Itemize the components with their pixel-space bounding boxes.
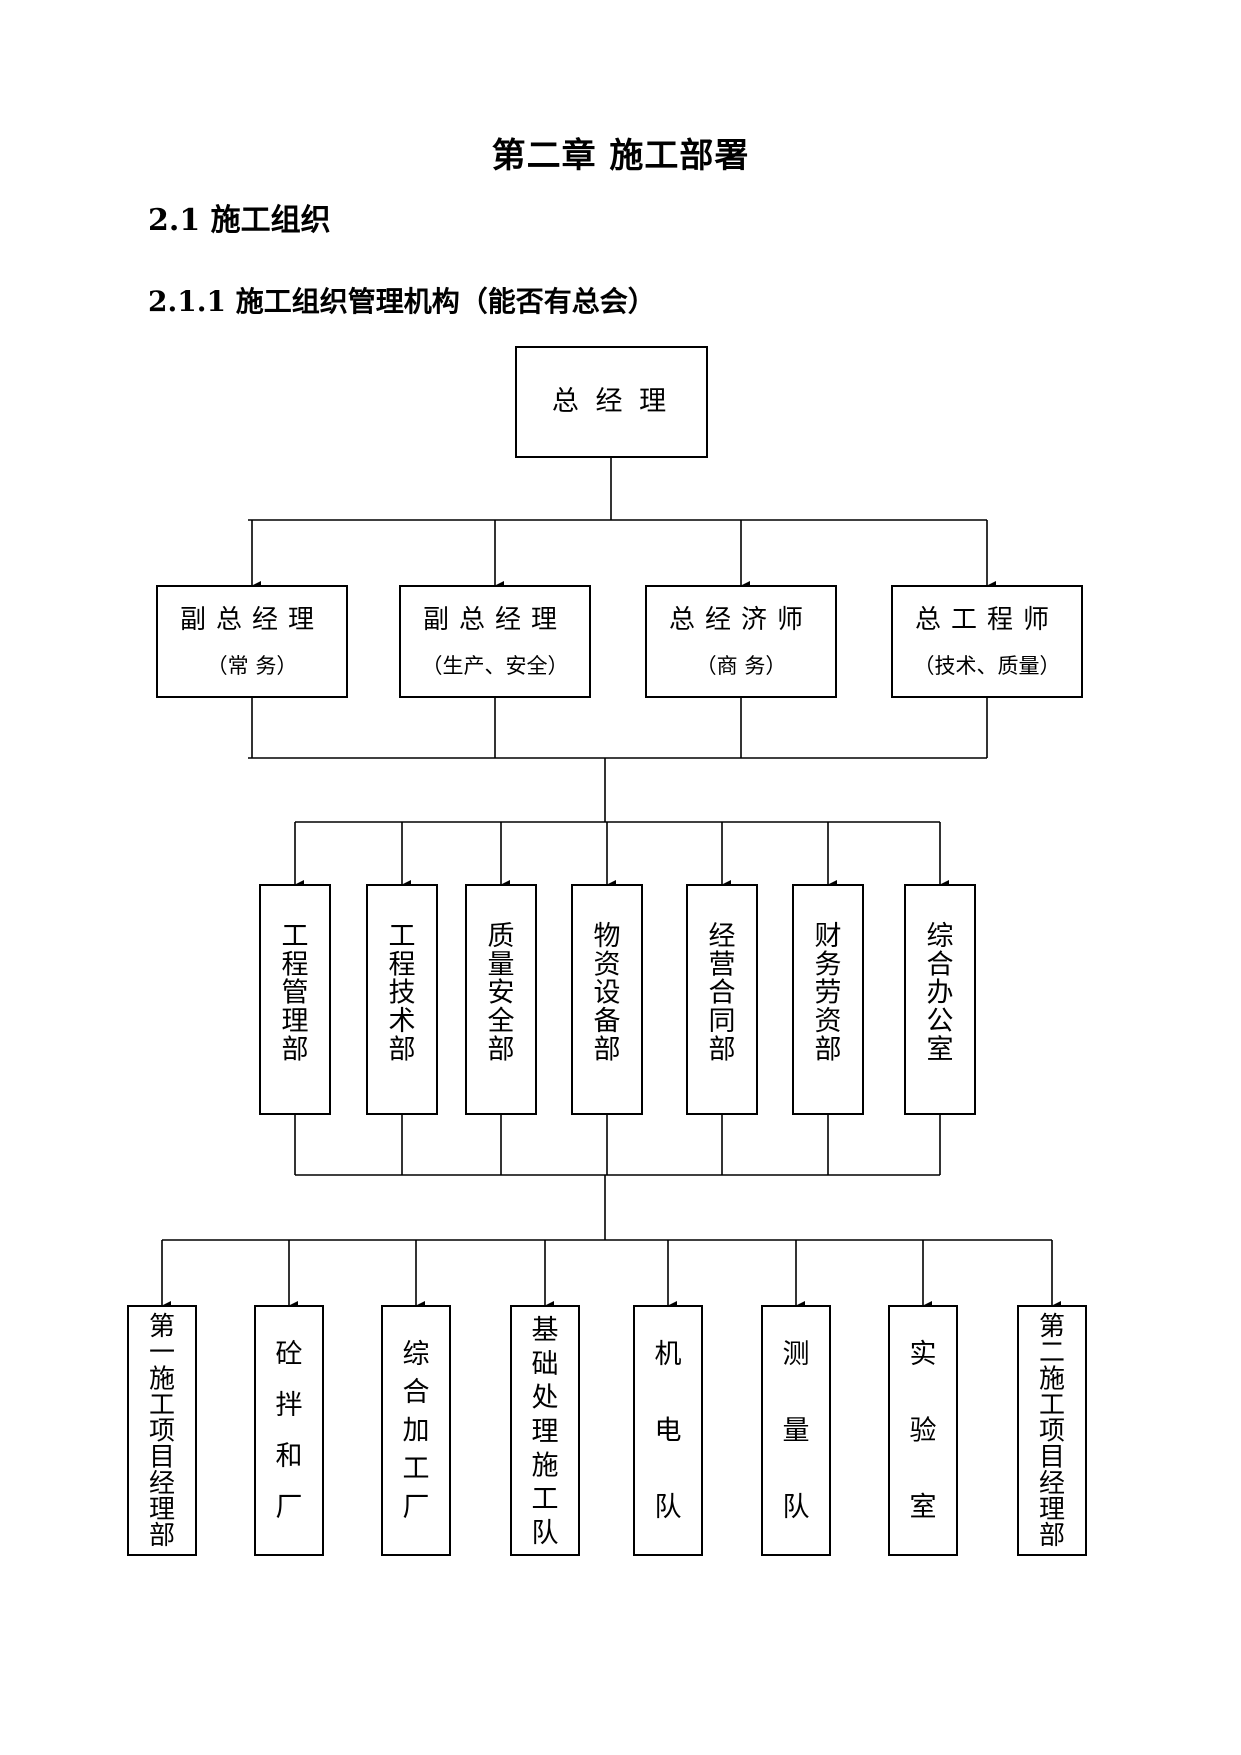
- level2-box: [156, 585, 348, 698]
- department-label: 综合办公室: [927, 921, 954, 1065]
- team-label: 第二施工项目经理部: [1039, 1312, 1065, 1551]
- team-label: 测量队: [783, 1339, 810, 1523]
- level2-title: 副总经理: [180, 605, 324, 635]
- team-box: [1017, 1305, 1087, 1556]
- general-manager-label: 总 经 理: [552, 386, 670, 417]
- department-label: 工程技术部: [389, 921, 416, 1065]
- team-box: [510, 1305, 580, 1556]
- level2-title: 总工程师: [915, 605, 1059, 635]
- department-box: [465, 884, 537, 1115]
- team-box: [127, 1305, 197, 1556]
- department-box: [792, 884, 864, 1115]
- level2-title: 总经济师: [669, 605, 813, 635]
- subsection-heading: 2.1.1 施工组织管理机构（能否有总会）: [148, 285, 656, 318]
- level2-box: [645, 585, 837, 698]
- team-box: [761, 1305, 831, 1556]
- department-label: 工程管理部: [282, 921, 309, 1065]
- level2-title: 副总经理: [423, 605, 567, 635]
- team-label: 综合加工厂: [403, 1339, 430, 1523]
- department-box: [366, 884, 438, 1115]
- department-box: [904, 884, 976, 1115]
- section-heading: 2.1 施工组织: [148, 203, 331, 238]
- team-box: [888, 1305, 958, 1556]
- team-box: [381, 1305, 451, 1556]
- level2-subtitle: （生产、安全）: [422, 654, 569, 678]
- team-box: [254, 1305, 324, 1556]
- level2-box: [891, 585, 1083, 698]
- department-label: 经营合同部: [709, 921, 736, 1065]
- level2-box: [399, 585, 591, 698]
- general-manager-box: [515, 346, 708, 458]
- level2-subtitle: （技术、质量）: [914, 654, 1061, 678]
- team-label: 第一施工项目经理部: [149, 1312, 175, 1551]
- level2-subtitle: （商 务）: [696, 654, 787, 678]
- department-label: 质量安全部: [488, 921, 515, 1065]
- level2-subtitle: （常 务）: [207, 654, 298, 678]
- team-label: 实验室: [910, 1339, 937, 1523]
- department-label: 物资设备部: [594, 921, 621, 1065]
- chapter-title: 第二章 施工部署: [491, 136, 750, 176]
- department-label: 财务劳资部: [815, 921, 842, 1065]
- team-label: 基础处理施工队: [532, 1315, 559, 1549]
- department-box: [686, 884, 758, 1115]
- department-box: [571, 884, 643, 1115]
- team-box: [633, 1305, 703, 1556]
- team-label: 砼拌和厂: [276, 1339, 303, 1523]
- department-box: [259, 884, 331, 1115]
- team-label: 机电队: [655, 1339, 682, 1523]
